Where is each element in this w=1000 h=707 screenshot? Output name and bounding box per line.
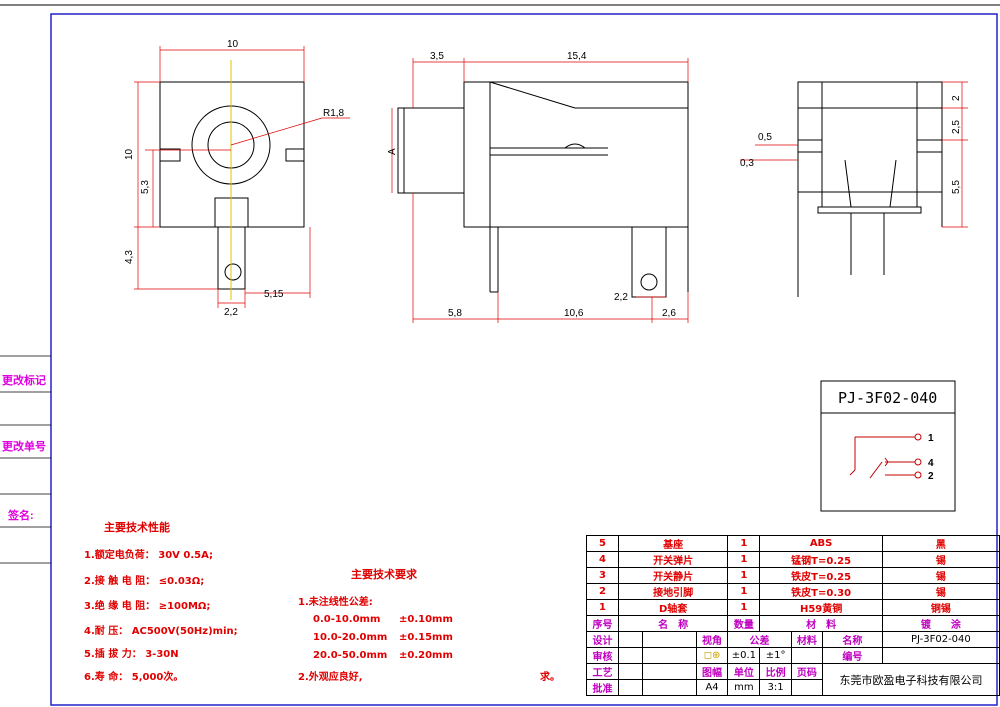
dim-side-bot-b: 10,6 (564, 308, 584, 319)
drawing-border (50, 13, 998, 706)
req-item-2-end: 求。 (540, 672, 560, 683)
dim-right-t2: 0,3 (740, 158, 754, 169)
front-view (159, 60, 305, 300)
dim-side-pin: 2,2 (614, 292, 628, 303)
dim-radius: R1,8 (323, 108, 345, 119)
spec-4: 4.耐 压： AC500V(50Hz)min; (84, 626, 238, 637)
dim-h2: 4,3 (124, 250, 135, 264)
company-name: 东莞市欧盈电子科技有限公司 (821, 663, 1000, 696)
req-item-2: 2.外观应良好, (298, 672, 363, 683)
bom-header: 序号名 称数量材 料镀 涂 (585, 615, 1000, 632)
dim-side-bot-a: 5,8 (448, 308, 462, 319)
schematic (820, 380, 956, 512)
dim-right-r2: 2,5 (951, 120, 962, 134)
spec-5: 5.插 拔 力： 3-30N (84, 649, 179, 660)
req-row-3-tol: ±0.20mm (399, 650, 453, 661)
dim-front-width: 10 (227, 39, 239, 50)
title-row-process: 工艺图幅单位比例页码东莞市欧盈电子科技有限公司 (585, 663, 1000, 696)
schematic-part-number: PJ-3F02-040 (838, 389, 937, 407)
dim-front-height: 10 (124, 148, 135, 160)
req-row-2-tol: ±0.15mm (399, 632, 453, 643)
label-change-number: 更改单号 (2, 441, 46, 453)
spec-6: 6.寿 命： 5,000次。 (84, 672, 184, 683)
spec-3: 3.绝 缘 电 阻： ≥100MΩ; (84, 601, 211, 612)
pin-4-label: 4 (928, 458, 934, 469)
projection-icon: ◻⊕ (703, 650, 721, 661)
req-row-2-range: 10.0-20.0mm (313, 632, 388, 643)
dim-side-b: 15,4 (567, 51, 587, 62)
dim-right-r1: 2 (951, 95, 962, 101)
req-sub: 1.未注线性公差: (298, 597, 373, 608)
req-row-3-range: 20.0-50.0mm (313, 650, 388, 661)
spec-2: 2.接 触 电 阻： ≤0.03Ω; (84, 576, 205, 587)
title-row-review: 审核◻⊕±0.1±1°编号 (585, 647, 1000, 664)
right-view (797, 81, 943, 297)
dim-side-bot-c: 2,6 (662, 308, 676, 319)
side-view (397, 81, 689, 298)
dim-pin-off: 5,15 (264, 289, 284, 300)
pin-2-label: 2 (928, 471, 934, 482)
dim-right-r3: 5,5 (951, 180, 962, 194)
label-signature: 签名: (8, 510, 34, 522)
specs-title: 主要技术性能 (104, 522, 170, 534)
pin-1-label: 1 (928, 433, 934, 444)
dim-side-label-a: A (387, 148, 398, 155)
req-row-1-tol: ±0.10mm (399, 614, 453, 625)
req-row-1-range: 0.0-10.0mm (313, 614, 381, 625)
dim-h1: 5,3 (140, 180, 151, 194)
req-title: 主要技术要求 (351, 569, 417, 581)
label-change-mark: 更改标记 (2, 375, 46, 387)
dim-pin: 2,2 (224, 307, 238, 318)
dim-right-t1: 0,5 (758, 132, 772, 143)
dim-side-a: 3,5 (430, 51, 444, 62)
spec-1: 1.额定电负荷： 30V 0.5A; (84, 550, 214, 561)
